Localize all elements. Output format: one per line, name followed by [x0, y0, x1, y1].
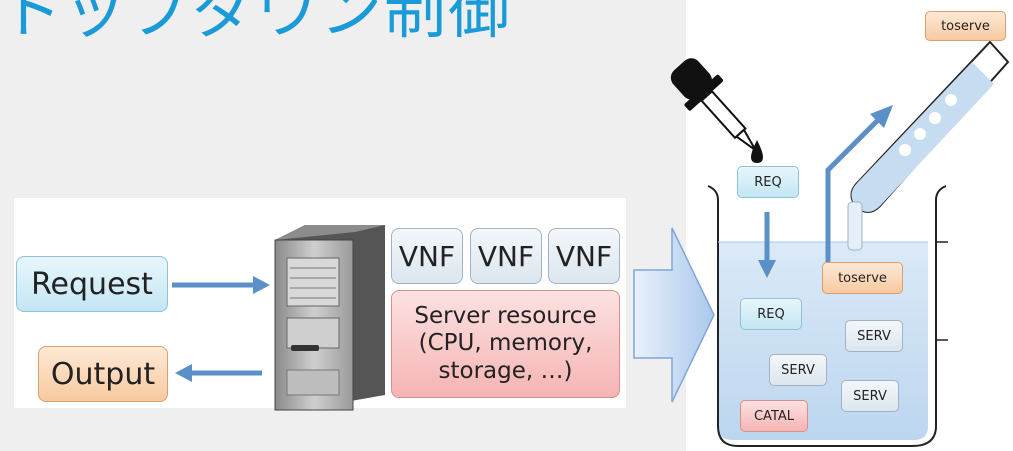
server-resource-label: Server resource (CPU, memory, storage, …… [414, 302, 597, 384]
toserve-top-label: toserve [941, 18, 990, 34]
output-arrow [175, 364, 262, 382]
request-label: Request [31, 266, 153, 302]
server-icon [274, 225, 385, 411]
catal-box: CATAL [740, 400, 808, 432]
vnf-label: VNF [555, 239, 613, 273]
req-top-box: REQ [737, 166, 799, 198]
req-inner-label: REQ [757, 306, 785, 322]
serv-box-1: SERV [845, 320, 903, 352]
serv-box-3: SERV [841, 380, 899, 412]
serv-box-2: SERV [769, 354, 827, 386]
toserve-top-box: toserve [925, 11, 1006, 41]
vnf-box-3: VNF [548, 228, 620, 284]
output-label: Output [50, 356, 156, 392]
catal-label: CATAL [753, 408, 795, 424]
req-down-arrow [758, 212, 776, 278]
test-tube-icon [847, 40, 1010, 251]
serv-label: SERV [857, 328, 891, 344]
vnf-box-1: VNF [391, 228, 463, 284]
req-inner-box: REQ [740, 298, 802, 330]
output-box: Output [38, 346, 168, 402]
toserve-inner-label: toserve [838, 270, 887, 286]
request-box: Request [16, 256, 168, 312]
vnf-label: VNF [477, 239, 535, 273]
dropper-icon [670, 58, 763, 163]
vnf-label: VNF [398, 239, 456, 273]
serv-label: SERV [853, 388, 887, 404]
toserve-inner-box: toserve [822, 262, 903, 294]
page-title: トップダウン制御 [0, 0, 513, 47]
big-arrow-icon [633, 227, 715, 403]
toserve-up-arrow [825, 105, 893, 262]
serv-label: SERV [781, 362, 815, 378]
request-arrow [172, 276, 270, 294]
vnf-box-2: VNF [470, 228, 542, 284]
server-resource-box: Server resource (CPU, memory, storage, …… [391, 290, 620, 398]
req-top-label: REQ [754, 174, 782, 190]
